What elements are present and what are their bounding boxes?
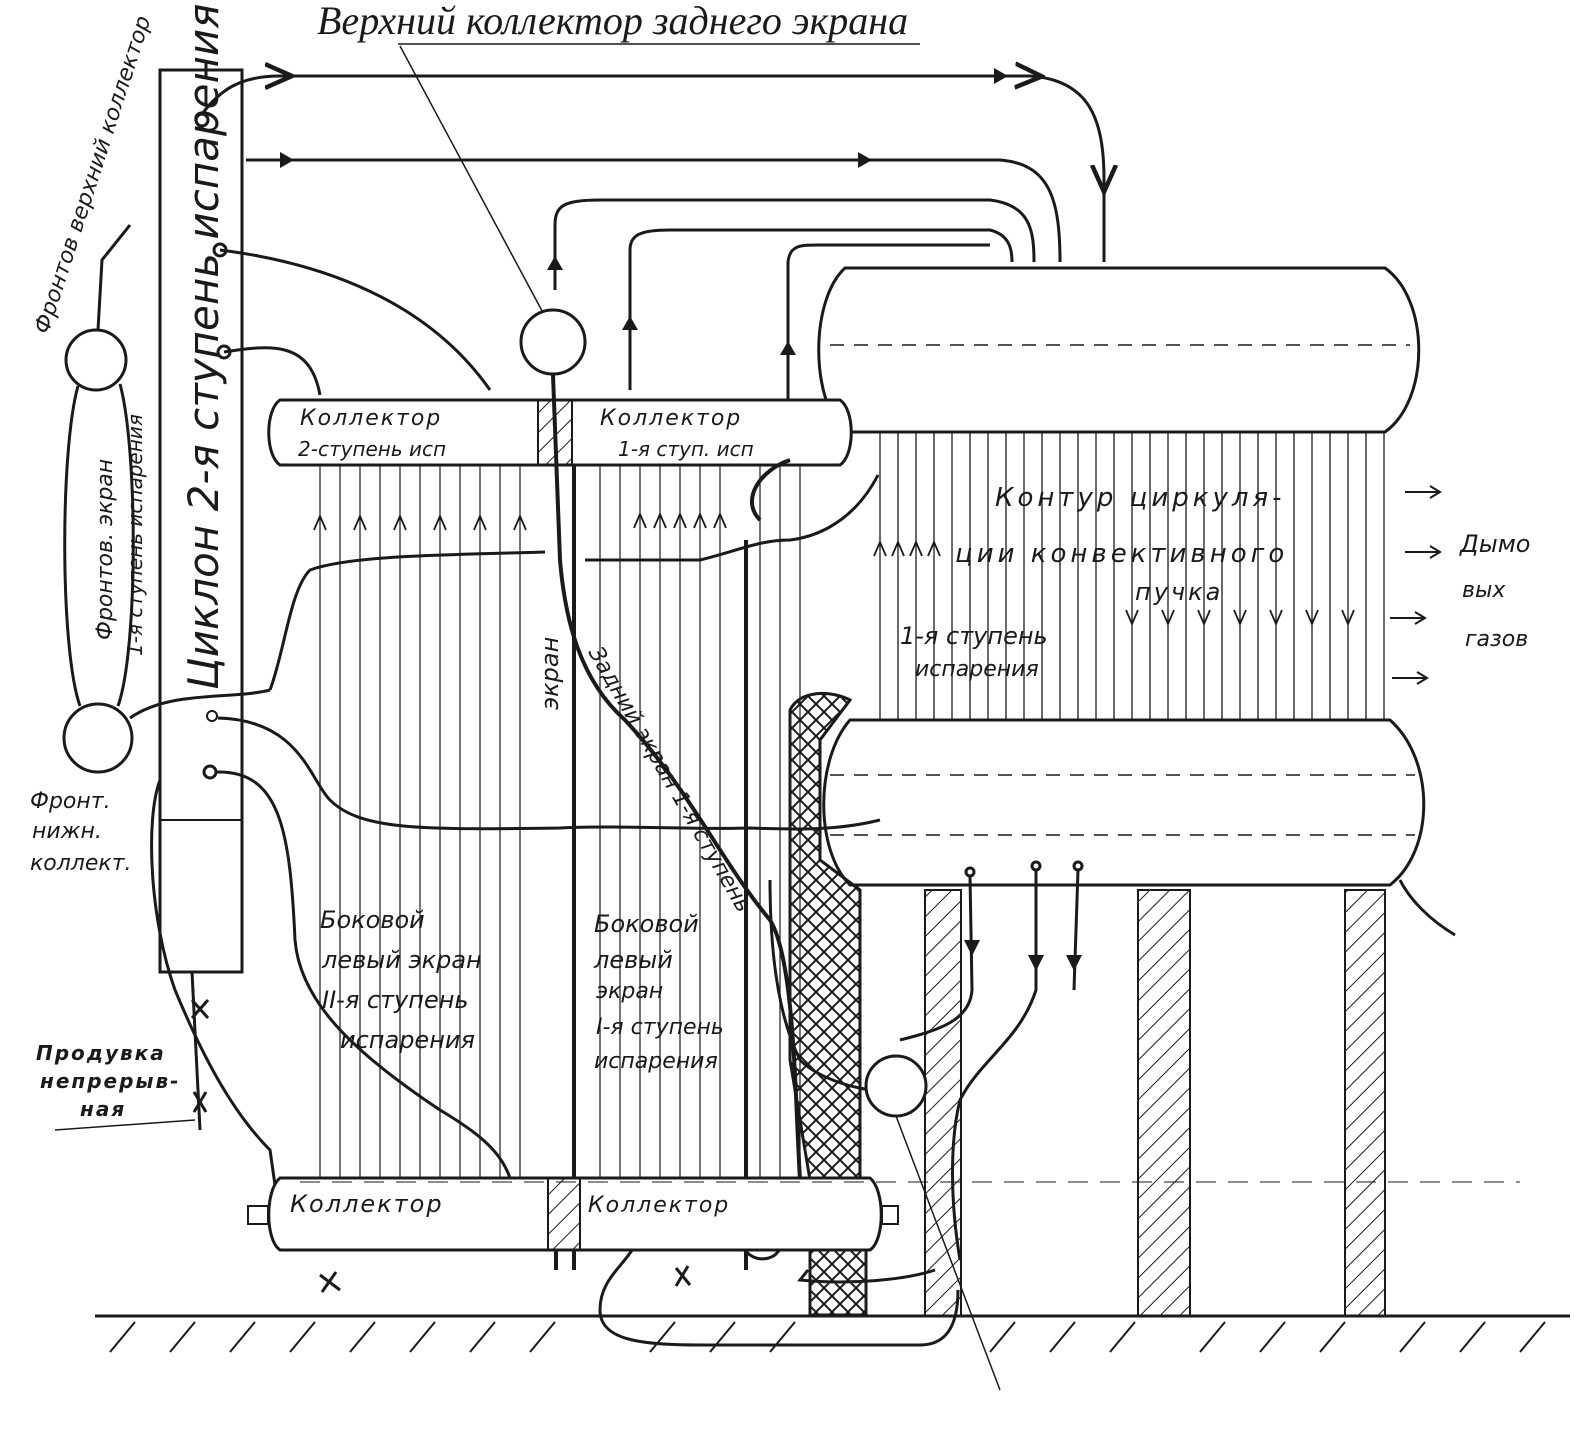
side-left-label-1: Боковой	[320, 906, 425, 934]
collector-stage2-label: Коллектор	[300, 406, 442, 431]
flue-gas-label-2: вых	[1462, 578, 1506, 603]
title-leader-line	[399, 45, 549, 323]
side-right-label-1: Боковой	[594, 910, 699, 938]
contour-label-1: Контур циркуля-	[995, 483, 1286, 513]
steam-arrows	[280, 68, 1008, 355]
rear-screen-upper-collector	[519, 308, 587, 376]
flue-gas-arrows	[1390, 485, 1442, 685]
rear-screen-diag-label: Задний экран 1-я ступень	[583, 643, 756, 917]
side-right-label-5: испарения	[594, 1049, 718, 1074]
circulation-pipes	[150, 346, 960, 1347]
blowdown-label-3: ная	[80, 1097, 126, 1121]
support-columns	[924, 889, 1386, 1317]
lower-drum	[822, 718, 1426, 887]
side-left-label-4: испарения	[340, 1026, 475, 1054]
upper-drum	[817, 266, 1421, 434]
front-lower-label-3: коллект.	[30, 851, 132, 876]
front-screen-label: Фронтов. экран	[93, 459, 118, 640]
collector-stage1-sub-label: 1-я ступ. исп	[618, 437, 754, 461]
front-upper-collector-label: Фронтов верхний коллектор	[30, 13, 156, 337]
tube-arrows	[313, 511, 1355, 627]
collector-stage1-label: Коллектор	[600, 406, 742, 431]
side-right-label-3: экран	[596, 979, 663, 1004]
contour-label-4: 1-я ступень	[900, 622, 1048, 650]
cyclone	[158, 68, 244, 974]
rear-screen-vertical-label: экран	[536, 637, 564, 710]
flue-gas-label-1: Дымо	[1459, 530, 1531, 558]
side-left-label-2: левый экран	[321, 946, 482, 974]
front-lower-label-2: нижн.	[32, 819, 102, 844]
convective-bundle	[879, 432, 1385, 720]
rear-screen-pipes	[551, 374, 802, 1270]
front-screen-stage-label: 1-я ступень испарения	[123, 414, 147, 656]
lower-aux-collector	[864, 1054, 928, 1118]
collector-stage2-sub-label: 2-ступень исп	[298, 437, 446, 461]
blowdown-valves	[54, 999, 692, 1293]
front-lower-label-1: Фронт.	[30, 789, 111, 814]
aux-leader-line	[895, 1115, 1001, 1391]
side-left-label-3: II-я ступень	[322, 986, 469, 1014]
side-right-label-4: I-я ступень	[596, 1015, 724, 1040]
steam-lines	[200, 76, 1104, 400]
contour-label-5: испарения	[915, 657, 1039, 682]
bottom-collectors	[247, 1176, 899, 1252]
upper-collectors	[267, 398, 853, 467]
contour-label-3: пучка	[1135, 578, 1223, 606]
refractory-wall	[788, 691, 868, 1317]
contour-label-2: ции конвективного	[955, 539, 1288, 569]
flue-gas-label-3: газов	[1465, 627, 1528, 652]
ground	[95, 1314, 1570, 1353]
downcomer-arrows	[964, 940, 1082, 971]
blowdown-label-2: непрерыв-	[40, 1069, 180, 1093]
cyclone-label: Циклон 2-я ступень испарения	[179, 4, 228, 691]
bottom-collector-right-label: Коллектор	[588, 1193, 730, 1218]
bottom-collector-left-label: Коллектор	[290, 1190, 444, 1218]
diagram-title: Верхний коллектор заднего экрана	[317, 0, 908, 43]
front-screen-circuit	[62, 224, 271, 774]
blowdown-label-1: Продувка	[36, 1041, 166, 1065]
side-right-label-2: левый	[593, 946, 673, 974]
